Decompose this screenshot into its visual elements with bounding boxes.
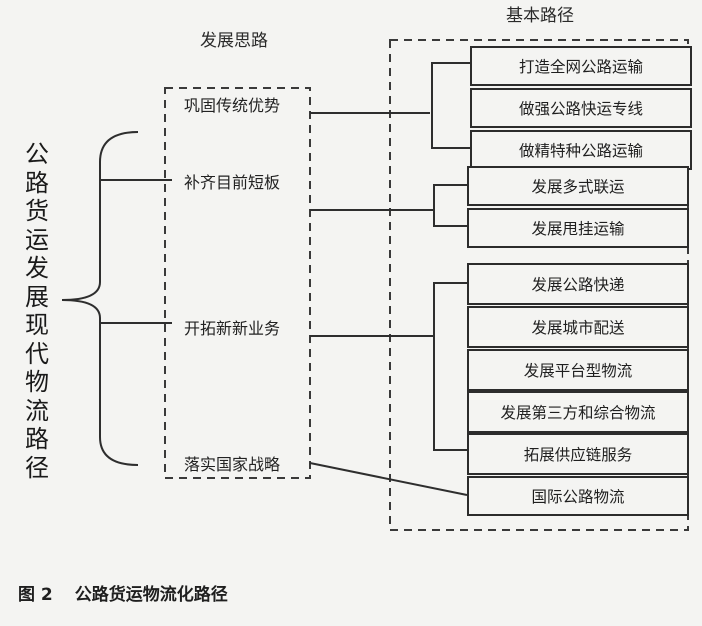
path-box-4: 发展多式联运 [467,166,689,206]
vertical-title-char: 公 [25,140,49,168]
paths-frame [389,39,689,531]
path-box-1: 打造全网公路运输 [470,46,692,86]
path-box-5: 发展甩挂运输 [467,208,689,248]
paths-header: 基本路径 [506,6,574,26]
path-box-7: 发展城市配送 [467,306,689,348]
ideas-frame [164,87,311,479]
idea-new-business: 开拓新新业务 [184,319,281,338]
connector-line-4 [309,462,468,496]
vertical-title: 公路货运发展现代物流路径 [22,140,52,482]
path-box-6: 发展公路快递 [467,263,689,305]
path-box-3: 做精特种公路运输 [470,130,692,170]
figure-caption-text: 公路货运物流化路径 [74,585,228,605]
vertical-title-char: 货 [25,197,49,225]
path-box-11: 国际公路物流 [467,476,689,516]
path-box-9: 发展第三方和综合物流 [467,391,689,433]
ideas-header: 发展思路 [200,31,268,51]
vertical-title-char: 流 [25,396,49,425]
vertical-title-char: 物 [25,368,49,396]
group-bracket-2 [433,184,467,227]
vertical-title-char: 展 [25,282,49,311]
idea-consolidate: 巩固传统优势 [184,96,281,115]
idea-national-strategy: 落实国家战略 [184,455,281,474]
left-brace [61,131,139,466]
vertical-title-char: 径 [25,453,49,482]
path-box-8: 发展平台型物流 [467,349,689,391]
idea-fill-gaps: 补齐目前短板 [184,173,281,192]
vertical-title-char: 运 [25,225,49,254]
vertical-title-char: 代 [25,339,49,368]
vertical-title-char: 路 [25,168,49,197]
vertical-title-char: 现 [25,311,49,339]
figure-caption: 图 2 公路货运物流化路径 [18,580,228,605]
group-bracket-3 [433,282,467,451]
path-box-2: 做强公路快运专线 [470,88,692,128]
vertical-title-char: 发 [25,254,49,282]
group-bracket-1 [431,62,470,149]
figure-number: 图 2 [18,585,53,605]
path-box-10: 拓展供应链服务 [467,433,689,475]
vertical-title-char: 路 [25,425,49,453]
